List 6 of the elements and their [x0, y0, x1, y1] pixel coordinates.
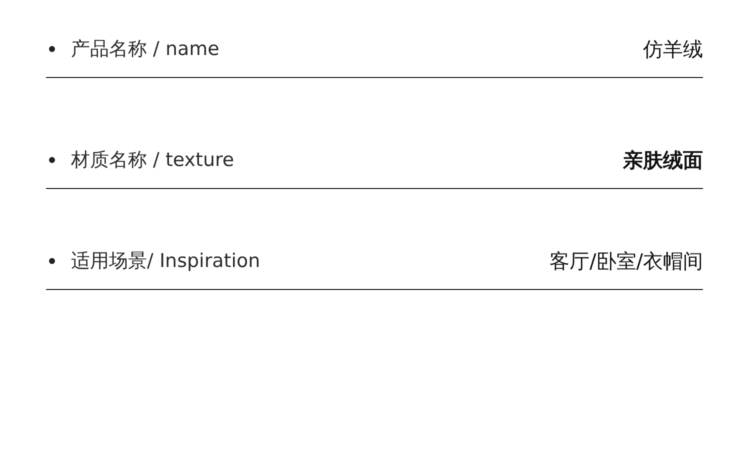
spec-value: 亲肤绒面	[623, 146, 703, 174]
spec-value: 仿羊绒	[643, 36, 703, 62]
spec-label: 材质名称 / texture	[71, 148, 234, 173]
spec-value: 客厅/卧室/衣帽间	[550, 248, 703, 274]
spec-label: 产品名称 / name	[71, 37, 220, 62]
spec-label: 适用场景/ Inspiration	[71, 249, 260, 274]
